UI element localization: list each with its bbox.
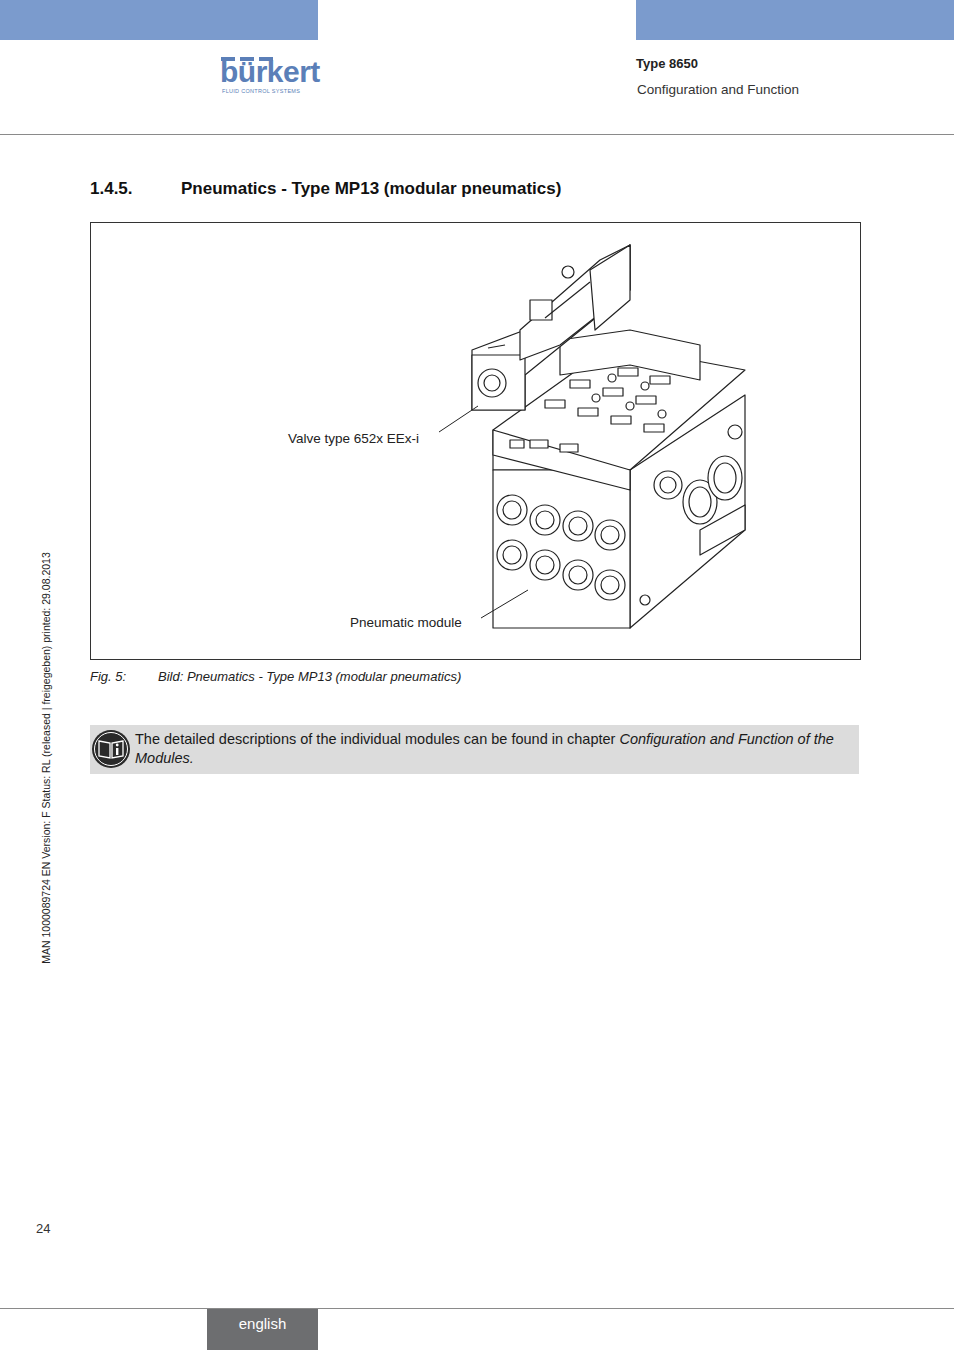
- document-id: MAN 1000089724 EN Version: F Status: RL …: [40, 552, 52, 964]
- header-bar: [0, 0, 318, 40]
- part-label: Valve type 652x EEx-i: [288, 431, 419, 446]
- figure-number: Fig. 5:: [90, 669, 126, 684]
- note-text: The detailed descriptions of the individ…: [135, 731, 615, 747]
- valve-terminal-illustration: [472, 245, 745, 628]
- language-tab: english: [207, 1309, 318, 1350]
- footer-rule: [0, 1308, 954, 1309]
- brand-tagline: FLUID CONTROL SYSTEMS: [222, 88, 300, 94]
- section-number: 1.4.5.: [90, 179, 133, 199]
- part-label: Pneumatic module: [350, 615, 462, 630]
- language-label: english: [207, 1309, 318, 1332]
- product-type: Type 8650: [636, 56, 698, 71]
- header-bar: [636, 0, 954, 40]
- leader-line: [481, 590, 528, 618]
- page-number: 24: [36, 1221, 50, 1236]
- header-rule: [0, 134, 954, 135]
- section-header: Configuration and Function: [637, 82, 799, 97]
- info-icon: [90, 728, 132, 770]
- brand-logo: bürkert: [220, 55, 320, 89]
- leader-line: [439, 406, 478, 432]
- section-title: Pneumatics - Type MP13 (modular pneumati…: [181, 179, 561, 199]
- figure-frame: [91, 223, 861, 660]
- figure-caption: Bild: Pneumatics - Type MP13 (modular pn…: [158, 669, 461, 684]
- note-box: The detailed descriptions of the individ…: [90, 725, 859, 774]
